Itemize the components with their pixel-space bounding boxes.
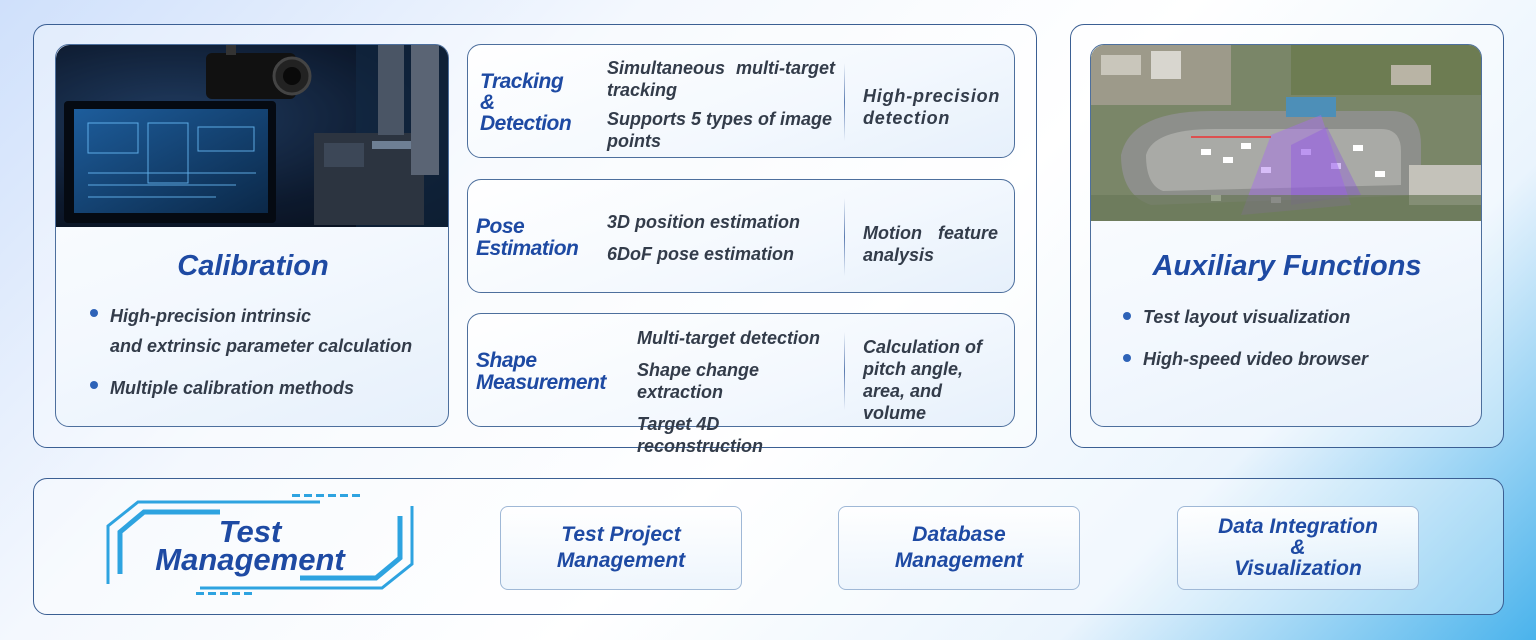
pose-title: Pose Estimation xyxy=(476,216,578,260)
tracking-title-line: & xyxy=(480,92,571,113)
calibration-bullet-line: Multiple calibration methods xyxy=(110,378,354,398)
tracking-item: Simultaneous multi-target tracking xyxy=(607,57,835,101)
pose-items: 3D position estimation 6DoF pose estimat… xyxy=(607,211,835,265)
lab-camera-photo xyxy=(56,45,449,227)
shape-title-line: Measurement xyxy=(476,372,606,394)
test-project-management-card: Test Project Management xyxy=(500,506,742,590)
test-management-title-line: Management xyxy=(108,546,392,574)
pose-divider xyxy=(844,198,845,276)
shape-title-line: Shape xyxy=(476,350,606,372)
tracking-title-line: Detection xyxy=(480,113,571,134)
auxiliary-bullet-item: Test layout visualization xyxy=(1121,304,1471,330)
aerial-parking-photo xyxy=(1091,45,1482,221)
tracking-divider xyxy=(844,63,845,141)
mgmt-card-label: Management xyxy=(895,548,1023,574)
pose-side-text: Motion feature analysis xyxy=(863,222,998,266)
shape-item: Target 4D reconstruction xyxy=(637,413,847,457)
tracking-items: Simultaneous multi-target tracking Suppo… xyxy=(607,57,835,152)
shape-divider xyxy=(844,332,845,410)
calibration-bullet-line: High-precision intrinsic xyxy=(110,306,311,326)
shape-item: Multi-target detection xyxy=(637,327,847,349)
data-integration-visualization-card: Data Integration & Visualization xyxy=(1177,506,1419,590)
calibration-title: Calibration xyxy=(56,250,449,283)
shape-side-text: Calculation of pitch angle, area, and vo… xyxy=(863,336,1003,424)
calibration-bullet-list: High-precision intrinsic and extrinsic p… xyxy=(88,301,438,403)
shape-item: Shape change extraction xyxy=(637,359,847,403)
mgmt-card-label: Data Integration xyxy=(1218,516,1378,538)
calibration-bullet-line: and extrinsic parameter calculation xyxy=(110,336,412,356)
pose-title-line: Estimation xyxy=(476,238,578,260)
auxiliary-bullet-item: High-speed video browser xyxy=(1121,346,1471,372)
mgmt-card-label: Management xyxy=(557,548,685,574)
mgmt-card-label: Test Project xyxy=(561,522,680,548)
tracking-title-line: Tracking xyxy=(480,71,571,92)
calibration-bullet-item: High-precision intrinsic and extrinsic p… xyxy=(88,301,438,361)
aerial-parking-illustration xyxy=(1091,45,1482,221)
tracking-item: Supports 5 types of image points xyxy=(607,108,835,152)
calibration-card: Calibration High-precision intrinsic and… xyxy=(55,44,449,427)
tracking-detection-card: Tracking & Detection Simultaneous multi-… xyxy=(467,44,1015,158)
shape-measurement-card: Shape Measurement Multi-target detection… xyxy=(467,313,1015,427)
calibration-bullet-item: Multiple calibration methods xyxy=(88,373,438,403)
shape-items: Multi-target detection Shape change extr… xyxy=(637,327,847,457)
lab-camera-illustration xyxy=(56,45,449,227)
pose-title-line: Pose xyxy=(476,216,578,238)
pose-item: 6DoF pose estimation xyxy=(607,243,835,265)
shape-title: Shape Measurement xyxy=(476,350,606,394)
mgmt-card-label: Visualization xyxy=(1234,558,1362,580)
tracking-side-text: High-precision detection xyxy=(863,85,1008,129)
mgmt-card-label: Database xyxy=(912,522,1005,548)
mgmt-card-label: & xyxy=(1290,538,1305,558)
test-management-title: Test Management xyxy=(108,518,392,574)
database-management-card: Database Management xyxy=(838,506,1080,590)
auxiliary-bullet-list: Test layout visualization High-speed vid… xyxy=(1121,304,1471,372)
tracking-title: Tracking & Detection xyxy=(480,71,571,134)
auxiliary-title: Auxiliary Functions xyxy=(1091,250,1482,283)
auxiliary-functions-card: Auxiliary Functions Test layout visualiz… xyxy=(1090,44,1482,427)
pose-item: 3D position estimation xyxy=(607,211,835,233)
pose-estimation-card: Pose Estimation 3D position estimation 6… xyxy=(467,179,1015,293)
